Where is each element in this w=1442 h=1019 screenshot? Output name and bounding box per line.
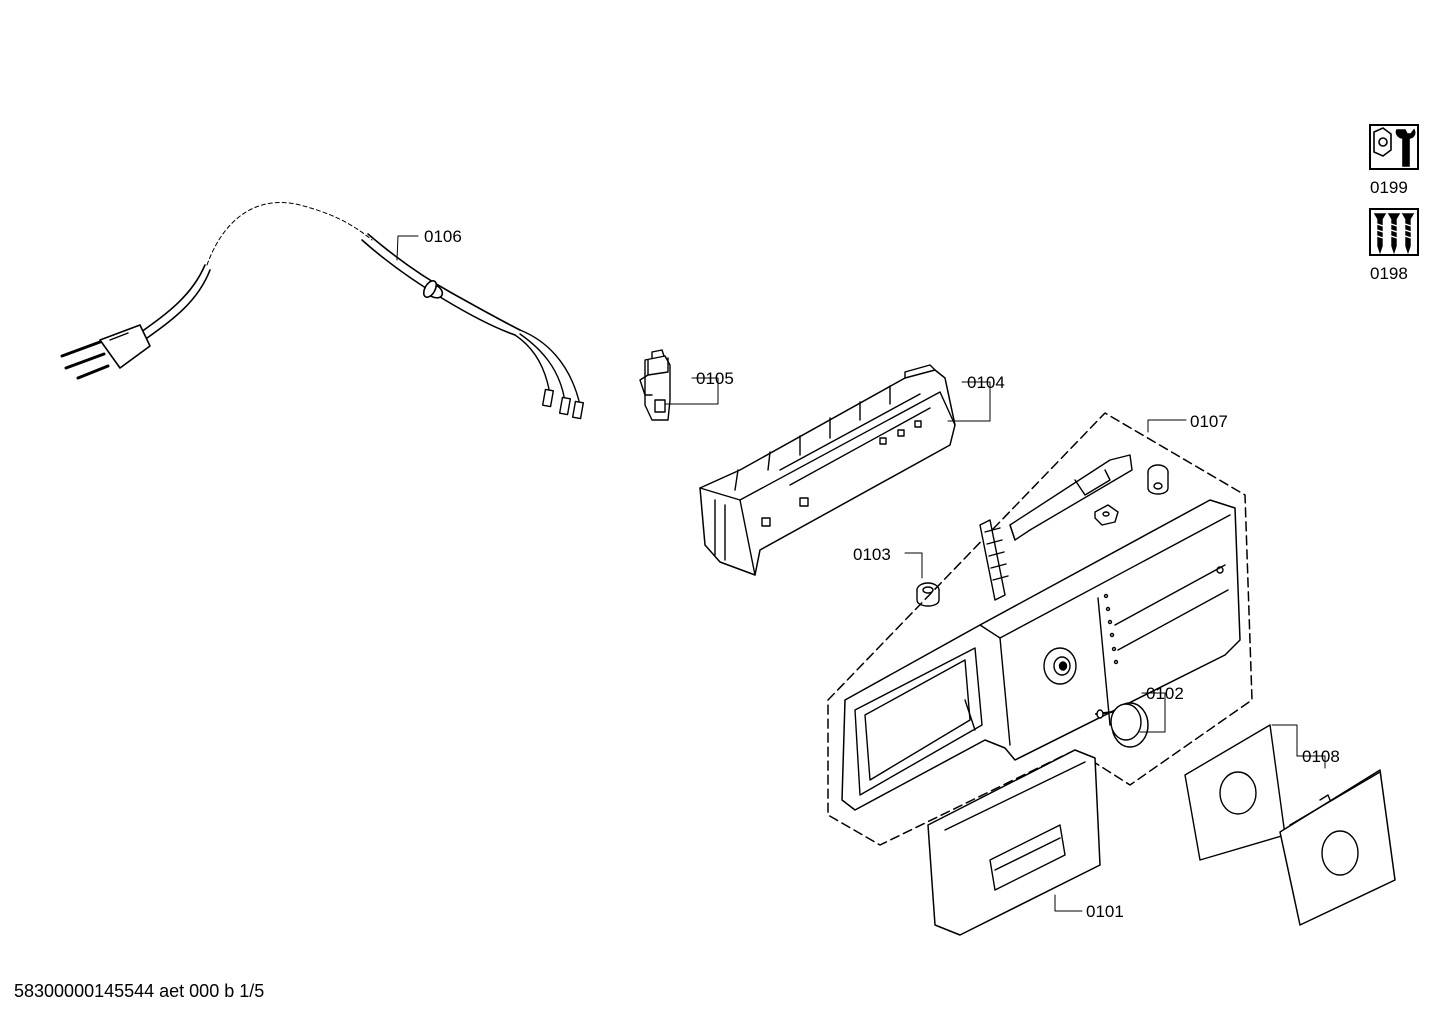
- program-knob-part: [1095, 702, 1149, 748]
- screw-kit-button[interactable]: [1369, 208, 1419, 256]
- wrench-nut-icon: [1373, 127, 1416, 167]
- part-label-0106[interactable]: 0106: [424, 227, 462, 246]
- indicator-strip-part: [979, 519, 1009, 601]
- button-cap-part: [1147, 464, 1169, 495]
- control-panel-part: [841, 499, 1241, 811]
- assembly-boundary-0107: [827, 412, 1253, 846]
- part-label-0101[interactable]: 0101: [1086, 902, 1124, 921]
- nut-part: [1094, 504, 1119, 526]
- part-label-0108[interactable]: 0108: [1302, 747, 1340, 766]
- screw-set-icon: [1373, 213, 1415, 254]
- part-label-0105[interactable]: 0105: [696, 369, 734, 388]
- document-id: 58300000145544 aet 000 b 1/5: [14, 981, 265, 1001]
- control-module-housing-part: [699, 364, 956, 576]
- power-cord-part: [60, 202, 585, 420]
- bushing-part: [916, 582, 940, 607]
- leader-lines: [396, 235, 1326, 912]
- switch-component-part: [639, 349, 671, 421]
- drawer-handle-part: [927, 749, 1101, 936]
- tool-kit-label: 0199: [1370, 178, 1408, 197]
- part-label-0103[interactable]: 0103: [853, 545, 891, 564]
- part-label-0104[interactable]: 0104: [967, 373, 1005, 392]
- screw-kit-label: 0198: [1370, 264, 1408, 283]
- light-guide-part: [1009, 454, 1133, 541]
- part-label-0102[interactable]: 0102: [1146, 684, 1184, 703]
- part-label-0107[interactable]: 0107: [1190, 412, 1228, 431]
- cover-plate-part: [1184, 724, 1286, 861]
- cover-plate-front-part: [1279, 769, 1396, 926]
- tool-kit-button[interactable]: [1369, 124, 1419, 170]
